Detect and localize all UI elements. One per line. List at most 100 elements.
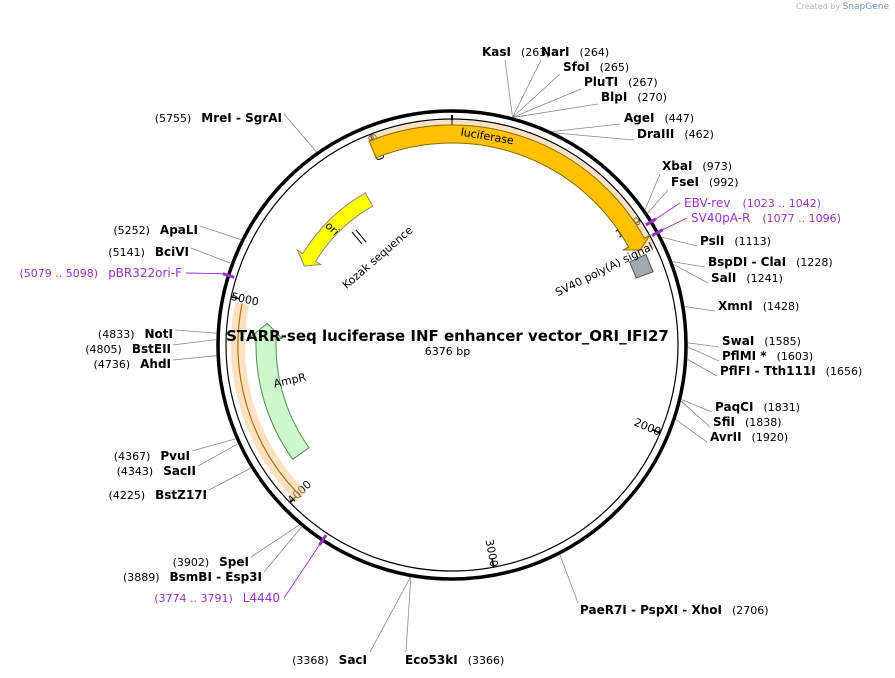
enzyme-name: AhdI [140,357,171,371]
primer-leader-3 [283,544,320,599]
enzyme-name: BstZ17I [155,488,207,502]
leader-16 [681,399,713,413]
enzyme-name: NarI [541,45,570,59]
enzyme-name: DraIII [637,127,674,141]
tick-label-2000: 2000 [632,416,663,439]
enzyme-position: (1585) [764,335,801,348]
enzyme-name: PslI [700,234,724,248]
leader-5 [552,123,621,132]
enzyme-position: (1656) [826,365,863,378]
primer-mark-1 [651,228,664,237]
leader-29 [174,329,217,334]
primer-range: (5079 .. 5098) [20,267,99,280]
site-label: (4736)AhdI [94,357,171,371]
enzyme-position: (2706) [732,604,769,617]
leader-30 [190,247,231,264]
primer-label: (3774 .. 3791)L4440 [154,591,280,605]
site-label: SwaI(1585) [722,334,801,348]
enzyme-position: (4225) [109,489,146,502]
enzyme-position: (992) [709,176,739,189]
enzyme-position: (5252) [113,224,150,237]
enzyme-name: FseI [671,175,699,189]
leader-6 [555,132,635,141]
tick-mark-3000 [491,558,495,568]
site-label: KasI (263) [482,45,551,59]
enzyme-name: PaqCI [715,400,753,414]
site-label: (5755) MreI - SgrAI [155,111,282,125]
site-label: AgeI(447) [624,111,694,125]
enzyme-position: (267) [628,76,658,89]
enzyme-position: (264) [580,46,610,59]
leader-27 [172,355,217,361]
leader-3 [513,88,582,118]
enzyme-name: SpeI [219,555,249,569]
ori-arrow [296,192,374,267]
leader-18 [675,419,708,443]
primer-label: (5079 .. 5098) pBR322ori-F [20,266,183,280]
enzyme-position: (973) [702,160,732,173]
enzyme-name: PaeR7I - PspXI - XhoI [580,603,722,617]
enzyme-name: ApaLI [160,223,198,237]
enzyme-position: (1428) [763,300,800,313]
primer-range: (1023 .. 1042) [742,197,821,210]
enzyme-name: BlpI [601,90,627,104]
enzyme-position: (5755) [155,112,192,125]
site-label: (4805) BstEII [85,342,171,356]
site-label: PaqCI(1831) [715,400,800,414]
leader-24 [208,467,251,491]
enzyme-position: (263) [521,46,551,59]
primer-leader-1 [662,217,688,231]
primer-mark-0 [645,217,657,227]
leader-1 [512,59,542,118]
enzyme-position: (4833) [98,328,135,341]
leader-19 [559,554,579,604]
leader-0 [504,59,513,117]
enzyme-name: KasI [482,45,511,59]
enzyme-name: BstEII [132,342,171,356]
enzyme-position: (4805) [85,343,122,356]
tick-mark-2000 [651,428,661,434]
enzyme-name: PvuI [160,449,190,463]
bla-highlight-line [237,303,302,498]
leader-11 [673,264,709,284]
site-label: PslI(1113) [700,234,771,248]
plasmid-name: STARR-seq luciferase INF enhancer vector… [226,327,669,345]
enzyme-name: MreI - SgrAI [201,111,282,125]
leader-14 [687,346,720,362]
leader-22 [263,526,302,573]
snapgene-credit: Created by SnapGene [796,2,889,12]
site-label: XbaI(973) [662,159,732,173]
site-label: PflMI *(1603) [722,349,813,363]
primer-range: (1077 .. 1096) [762,212,841,225]
luciferase-arrow [368,124,651,251]
leader-13 [687,342,720,348]
leader-28 [172,339,217,346]
primer-name: SV40pA-R [691,211,750,225]
leader-7 [644,173,661,210]
leader-15 [687,359,718,377]
site-label: PflFI - Tth111I(1656) [720,364,862,378]
tick-label-3000: 3000 [483,538,501,568]
site-label: PaeR7I - PspXI - XhoI (2706) [580,603,769,617]
leader-21 [369,577,411,653]
leader-23 [250,524,300,558]
primer-name: L4440 [243,591,280,605]
enzyme-name: PluTI [584,75,618,89]
enzyme-position: (1603) [777,350,814,363]
ampr-arrow [248,322,310,461]
site-label: (5252) ApaLI [113,223,198,237]
leader-31 [199,225,241,240]
enzyme-position: (5141) [108,246,145,259]
site-label: SfoI(265) [563,60,629,74]
enzyme-position: (1838) [745,416,782,429]
enzyme-name: XmnI [718,299,753,313]
tick-mark-5000 [231,296,241,300]
leader-32 [283,113,317,153]
leader-4 [513,103,599,118]
primer-name: pBR322ori-F [108,266,182,280]
enzyme-position: (4367) [114,450,151,463]
primer-name: EBV-rev [684,196,730,210]
site-label: AvrII(1920) [710,430,788,444]
site-label: (4343)SacII [117,464,196,478]
